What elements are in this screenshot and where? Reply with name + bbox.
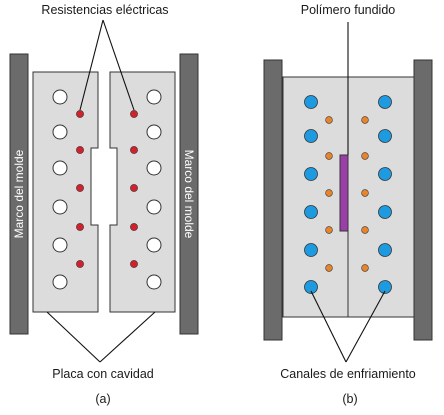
orange-dot (361, 226, 369, 234)
plate-hole (146, 274, 162, 290)
cooling-channel (378, 243, 392, 257)
mold-frame-left-b (263, 59, 283, 341)
plate-hole (52, 274, 68, 290)
molten-polymer (339, 154, 349, 232)
cooling-channels-right-b (378, 95, 392, 294)
cooling-channel (378, 280, 392, 294)
label-placa: Placa con cavidad (52, 367, 154, 381)
plate-hole (52, 237, 68, 253)
leader-line (99, 311, 156, 363)
mold-frame-right-b (413, 59, 433, 341)
orange-dots-right-b (361, 116, 369, 272)
cooling-channel (304, 129, 318, 143)
cooling-channels-left-b (304, 95, 318, 294)
mold-frame-right-a (179, 53, 199, 335)
cooling-channel (378, 205, 392, 219)
cooling-channel (304, 205, 318, 219)
orange-dot (361, 152, 369, 160)
orange-dot (325, 189, 333, 197)
leader-line (345, 290, 386, 363)
heater-dot (76, 260, 84, 268)
label-canales: Canales de enfriamiento (280, 367, 416, 381)
cavity-plate-left-a (32, 71, 99, 313)
plate-hole (146, 89, 162, 105)
caption-a: (a) (95, 392, 110, 406)
heater-dot (76, 146, 84, 154)
caption-b: (b) (342, 392, 357, 406)
plate-hole (146, 160, 162, 176)
cooling-channel (378, 129, 392, 143)
orange-dots-left-b (325, 116, 333, 272)
holes-left-a (52, 89, 68, 290)
leaders-heaters (79, 19, 135, 111)
heater-dot (130, 146, 138, 154)
label-marco-left-a: Marco del molde (12, 149, 26, 238)
panel-a: Marco del molde Marco del molde Resisten… (9, 3, 199, 406)
plate-hole (52, 160, 68, 176)
cooling-channel (304, 167, 318, 181)
orange-dot (361, 189, 369, 197)
leader-line (310, 290, 347, 363)
plate-hole (52, 89, 68, 105)
cooling-channel (304, 95, 318, 109)
orange-dot (361, 116, 369, 124)
heater-dot (76, 110, 84, 118)
heaters-left-a (76, 110, 84, 268)
plate-hole (146, 199, 162, 215)
cooling-channel (304, 243, 318, 257)
cooling-channel (378, 95, 392, 109)
panel-b: Polímero fundido Canales de enfriamiento… (263, 3, 433, 406)
leaders-canales (310, 290, 386, 363)
leader-line (102, 19, 135, 111)
cavity-plate-left-b (282, 76, 349, 318)
heater-dot (76, 223, 84, 231)
label-marco-right-a: Marco del molde (182, 150, 196, 239)
plate-hole (52, 199, 68, 215)
heater-dot (130, 260, 138, 268)
heater-dot (76, 184, 84, 192)
orange-dot (325, 152, 333, 160)
mold-frame-left-a (9, 53, 29, 335)
cavity-plate-right-b (347, 76, 415, 318)
plate-hole (146, 237, 162, 253)
plate-hole (146, 124, 162, 140)
orange-dot (361, 264, 369, 272)
holes-right-a (146, 89, 162, 290)
leader-line (79, 19, 104, 111)
heater-dot (130, 223, 138, 231)
label-resistencias: Resistencias eléctricas (41, 3, 168, 17)
orange-dot (325, 264, 333, 272)
leaders-placa (46, 311, 156, 363)
cooling-channel (378, 167, 392, 181)
label-polimero: Polímero fundido (301, 3, 396, 17)
heater-dot (130, 110, 138, 118)
heaters-right-a (130, 110, 138, 268)
orange-dot (325, 116, 333, 124)
leader-line (46, 311, 101, 363)
heater-dot (130, 184, 138, 192)
plate-hole (52, 124, 68, 140)
cooling-channel (304, 280, 318, 294)
orange-dot (325, 226, 333, 234)
cavity-plate-right-a (109, 71, 176, 313)
